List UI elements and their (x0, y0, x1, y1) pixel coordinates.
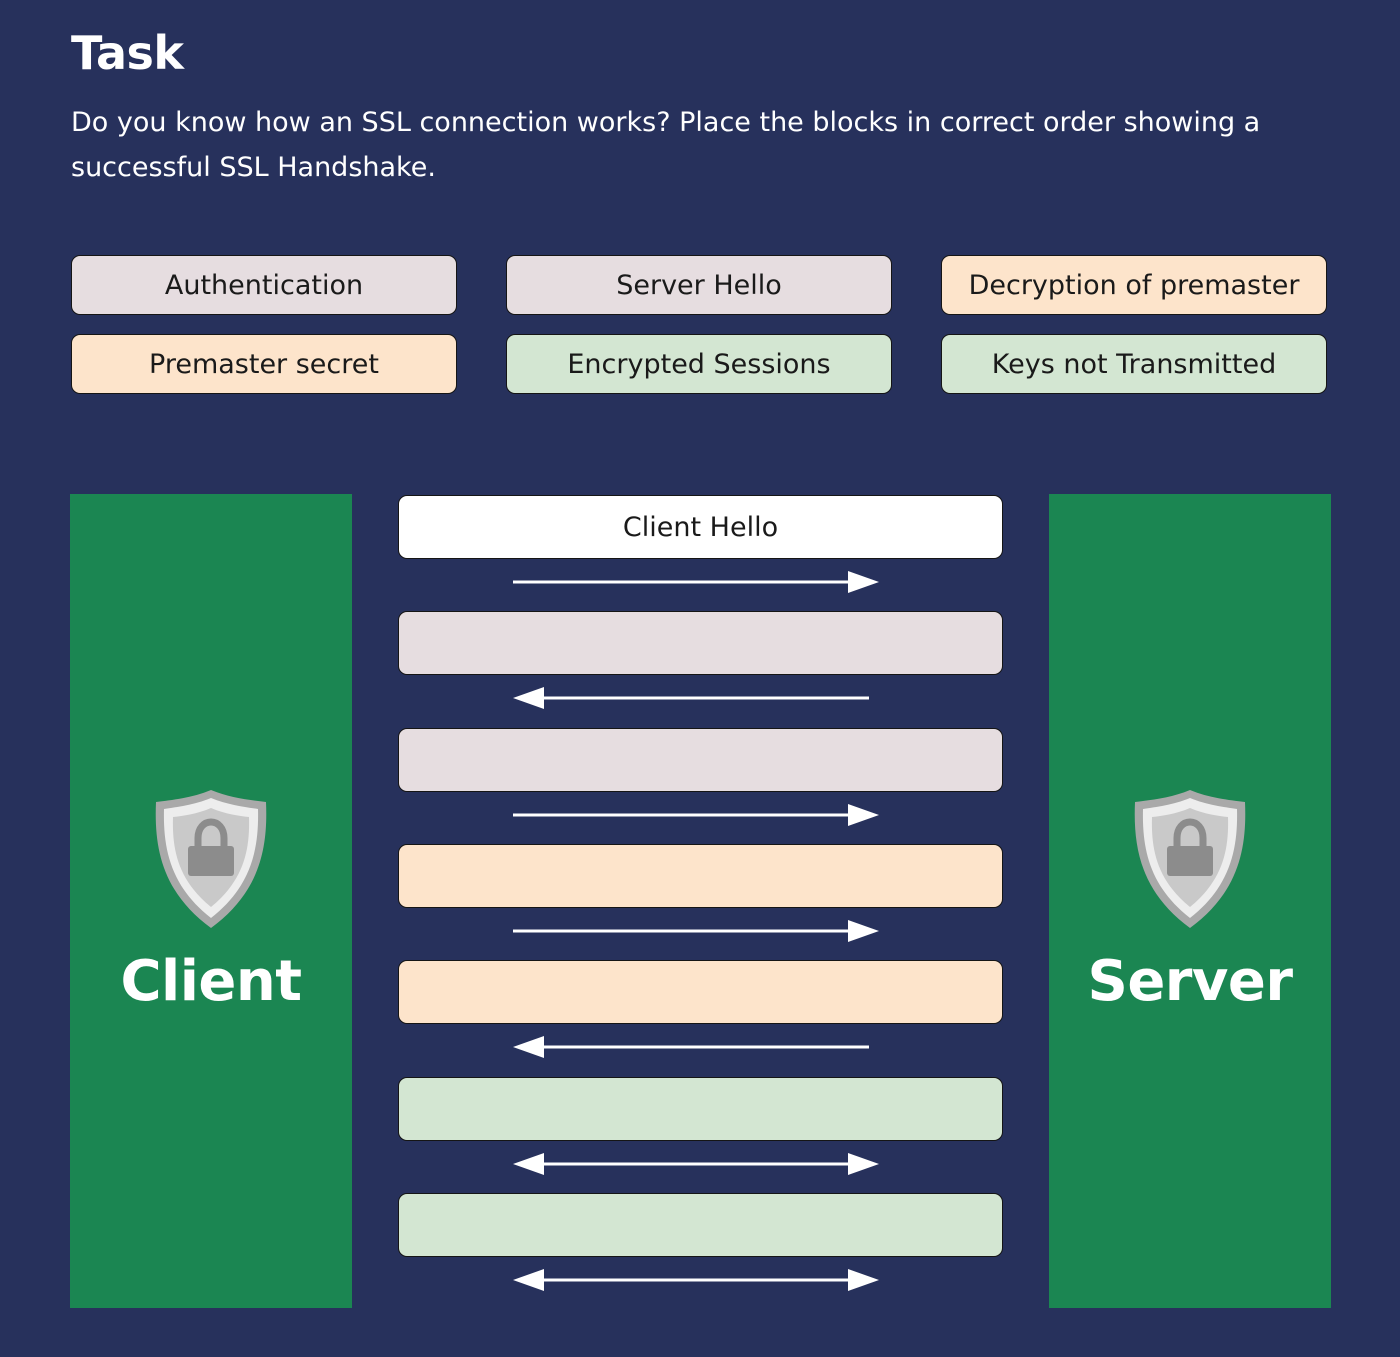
arrow-both-icon (513, 1152, 879, 1175)
task-description: Do you know how an SSL connection works?… (71, 107, 1261, 183)
arrow-right-icon (513, 571, 879, 593)
block-bank: Authentication Server Hello Decryption o… (71, 255, 1330, 397)
block-premaster-secret[interactable]: Premaster secret (71, 334, 457, 394)
sequence-drop-slot[interactable] (398, 843, 1003, 908)
sequence-drop-slot[interactable] (398, 1076, 1003, 1141)
arrow-both-icon (513, 1268, 879, 1291)
sequence-drop-slot[interactable] (398, 611, 1003, 676)
task-title: Task (71, 26, 184, 80)
block-keys-not-transmitted[interactable]: Keys not Transmitted (941, 334, 1327, 394)
server-label: Server (1087, 949, 1293, 1014)
arrow-right-icon (513, 919, 879, 942)
sequence-drop-slot[interactable] (398, 727, 1003, 792)
arrow-left-icon (513, 1036, 869, 1059)
sequence-slot-filled[interactable]: Client Hello (398, 495, 1003, 559)
client-label: Client (120, 949, 302, 1014)
arrow-left-icon (513, 687, 869, 710)
sequence-drop-slot[interactable] (398, 960, 1003, 1025)
block-server-hello[interactable]: Server Hello (506, 255, 892, 315)
shield-lock-icon (1134, 790, 1246, 928)
block-authentication[interactable]: Authentication (71, 255, 457, 315)
block-encrypted-sessions[interactable]: Encrypted Sessions (506, 334, 892, 394)
client-panel: Client (70, 494, 352, 1308)
server-panel: Server (1049, 494, 1331, 1308)
block-decryption-of-premaster[interactable]: Decryption of premaster (941, 255, 1327, 315)
arrow-right-icon (513, 803, 879, 826)
sequence-drop-slot[interactable] (398, 1192, 1003, 1257)
shield-lock-icon (155, 790, 267, 928)
